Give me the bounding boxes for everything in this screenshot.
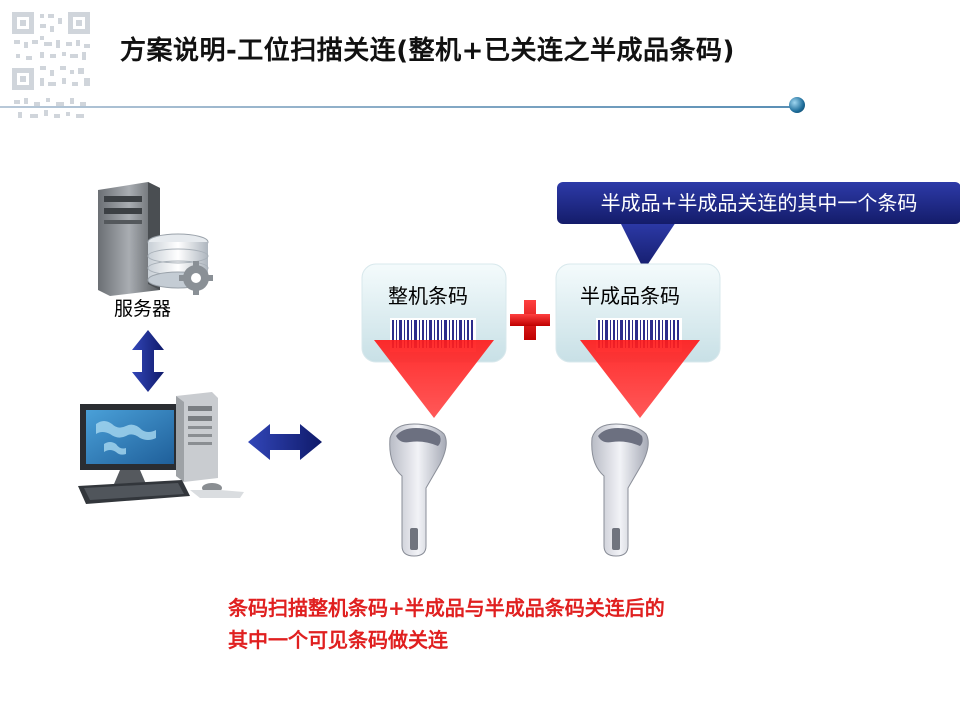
plus-icon xyxy=(510,300,550,340)
computer-icon xyxy=(78,392,244,504)
gear-icon xyxy=(179,261,213,295)
callout-text: 半成品+半成品关连的其中一个条码 xyxy=(600,191,918,215)
callout-box xyxy=(557,182,960,270)
semi-finished-barcode-label: 半成品条码 xyxy=(580,284,680,308)
title-divider xyxy=(0,106,790,108)
double-arrow-icon xyxy=(248,424,322,460)
title-divider-dot xyxy=(789,97,805,113)
qr-code-icon xyxy=(12,12,90,118)
page-title: 方案说明-工位扫描关连(整机+已关连之半成品条码) xyxy=(120,36,735,66)
description-line-2: 其中一个可见条码做关连 xyxy=(228,628,448,652)
whole-machine-barcode-label: 整机条码 xyxy=(388,284,468,308)
description-line-1: 条码扫描整机条码+半成品与半成品条码关连后的 xyxy=(228,596,665,620)
server-label: 服务器 xyxy=(114,298,172,320)
description: 条码扫描整机条码+半成品与半成品条码关连后的 其中一个可见条码做关连 xyxy=(228,592,665,656)
scanner-icon xyxy=(389,423,447,557)
scan-beam xyxy=(374,340,494,418)
scanner-icon xyxy=(591,423,649,557)
double-arrow-icon xyxy=(132,330,164,392)
scan-beam xyxy=(580,340,700,418)
